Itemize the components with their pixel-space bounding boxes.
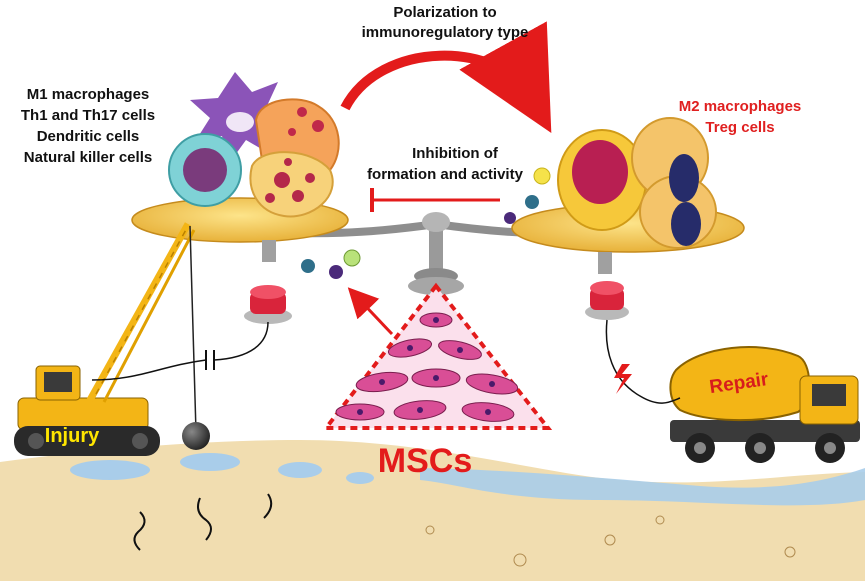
crane-icon (14, 222, 197, 456)
mscs-label: MSCs (377, 442, 473, 480)
injury-label: Injury (44, 425, 100, 447)
right-immune-cells (557, 117, 717, 249)
right-cell-item: Treg cells (705, 119, 775, 136)
polarization-label-line1: Polarization to (393, 4, 497, 21)
right-cell-list: M2 macrophages Treg cells (665, 96, 815, 138)
curved-arrow-icon (340, 21, 552, 133)
cement-mixer-truck-icon (669, 346, 860, 463)
left-cell-item: Natural killer cells (23, 149, 153, 166)
polarization-label-line2: immunoregulatory type (361, 24, 529, 41)
inhibition-label-line2: formation and activity (367, 166, 523, 183)
left-cell-item: Dendritic cells (36, 128, 140, 145)
bone-ground (0, 440, 865, 581)
wrecking-ball-icon (182, 422, 210, 450)
right-power-button-icon (585, 281, 629, 320)
left-immune-cells (168, 72, 340, 218)
msc-secretion-arrow-icon (347, 287, 394, 336)
right-cell-item: M2 macrophages (678, 98, 802, 115)
left-cell-item: Th1 and Th17 cells (20, 107, 156, 124)
msc-cells-icon (321, 282, 553, 430)
left-power-button-icon (244, 285, 292, 324)
lightning-icon (605, 319, 681, 404)
inhibition-arrow-icon (370, 188, 500, 212)
secreted-factors-icon (301, 167, 551, 279)
inhibition-label-line1: Inhibition of (412, 145, 498, 162)
capacitor-icon (91, 321, 269, 381)
left-cell-item: M1 macrophages (26, 86, 150, 103)
left-cell-list: M1 macrophages Th1 and Th17 cells Dendri… (2, 84, 174, 168)
